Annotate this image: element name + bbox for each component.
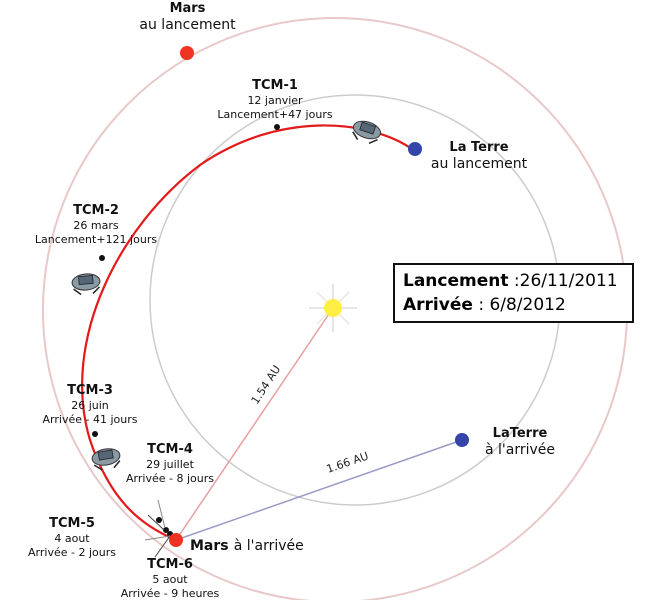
mars-arrival-label: Mars à l'arrivée	[190, 535, 304, 556]
mars-earth-line	[175, 439, 463, 541]
tcm6-label: TCM-6 5 aout Arrivée - 9 heures	[100, 557, 240, 601]
earth-arrival-planet	[455, 433, 469, 447]
tcm1-offset: Lancement+47 jours	[217, 108, 333, 121]
earth-arrival-label: LaTerre à l'arrivée	[470, 426, 570, 460]
date-info-box: Lancement :26/11/2011 Arrivée : 6/8/2012	[393, 263, 634, 323]
tcm5-name: TCM-5	[49, 516, 95, 531]
tcm5-pointer	[147, 514, 165, 531]
tcm3-offset: Arrivée - 41 jours	[42, 413, 138, 426]
launch-value: :26/11/2011	[513, 271, 618, 291]
spacecraft-icon	[352, 120, 382, 144]
tcm5-pointer-2	[157, 499, 166, 529]
mars-arrival-subtitle: à l'arrivée	[233, 538, 304, 554]
tcm2-offset: Lancement+121 jours	[34, 233, 158, 246]
tcm5-offset: Arrivée - 2 jours	[28, 546, 116, 559]
earth-launch-subtitle: au lancement	[430, 156, 528, 173]
arrival-value: : 6/8/2012	[478, 295, 566, 315]
tcm1-point	[274, 124, 280, 130]
spacecraft-icon	[71, 273, 101, 296]
tcm5-point	[163, 527, 169, 533]
tcm1-name: TCM-1	[252, 78, 298, 93]
mars-launch-subtitle: au lancement	[139, 17, 236, 34]
mars-arrival-planet	[169, 533, 183, 547]
mars-launch-planet	[180, 46, 194, 60]
launch-label: Lancement	[403, 271, 509, 291]
tcm5-date: 4 aout	[54, 532, 90, 546]
tcm2-name: TCM-2	[73, 203, 119, 218]
tcm4-name: TCM-4	[147, 442, 193, 457]
tcm4-date: 29 juillet	[146, 458, 194, 472]
tcm3-date: 26 juin	[71, 399, 109, 413]
tcm3-name: TCM-3	[67, 383, 113, 398]
tcm5-label: TCM-5 4 aout Arrivée - 2 jours	[12, 516, 132, 560]
sun-earth-distance: 1.66 AU	[325, 449, 370, 475]
tcm1-date: 12 janvier	[247, 94, 303, 108]
earth-launch-planet	[408, 142, 422, 156]
earth-arrival-subtitle: à l'arrivée	[484, 442, 555, 459]
spacecraft-icon	[91, 448, 121, 471]
transfer-trajectory	[81, 124, 413, 542]
arrival-label: Arrivée	[403, 295, 473, 315]
tcm4-offset: Arrivée - 8 jours	[126, 472, 214, 485]
tcm6-pointer	[154, 535, 171, 558]
tcm2-label: TCM-2 26 mars Lancement+121 jours	[26, 203, 166, 247]
tcm3-point	[92, 431, 98, 437]
tcm3-label: TCM-3 26 juin Arrivée - 41 jours	[20, 383, 160, 427]
tcm6-name: TCM-6	[147, 557, 193, 572]
mars-launch-title: Mars	[169, 1, 206, 16]
mars-arrival-title: Mars	[190, 538, 229, 554]
tcm6-date: 5 aout	[152, 573, 188, 587]
earth-launch-label: La Terre au lancement	[420, 140, 538, 174]
earth-launch-title: La Terre	[449, 140, 509, 155]
sun-mars-distance: 1.54 AU	[249, 363, 284, 407]
tcm2-point	[99, 255, 105, 261]
sun-mars-line	[175, 307, 334, 541]
tcm4-point	[156, 517, 162, 523]
tcm2-date: 26 mars	[73, 219, 119, 233]
tcm1-label: TCM-1 12 janvier Lancement+47 jours	[205, 78, 345, 122]
tcm6-offset: Arrivée - 9 heures	[120, 587, 220, 600]
tcm6-pointer-2	[144, 535, 171, 541]
earth-arrival-title: LaTerre	[492, 426, 548, 441]
sun-icon	[309, 284, 357, 332]
mars-launch-label: Mars au lancement	[125, 1, 250, 35]
tcm4-label: TCM-4 29 juillet Arrivée - 8 jours	[100, 442, 240, 486]
